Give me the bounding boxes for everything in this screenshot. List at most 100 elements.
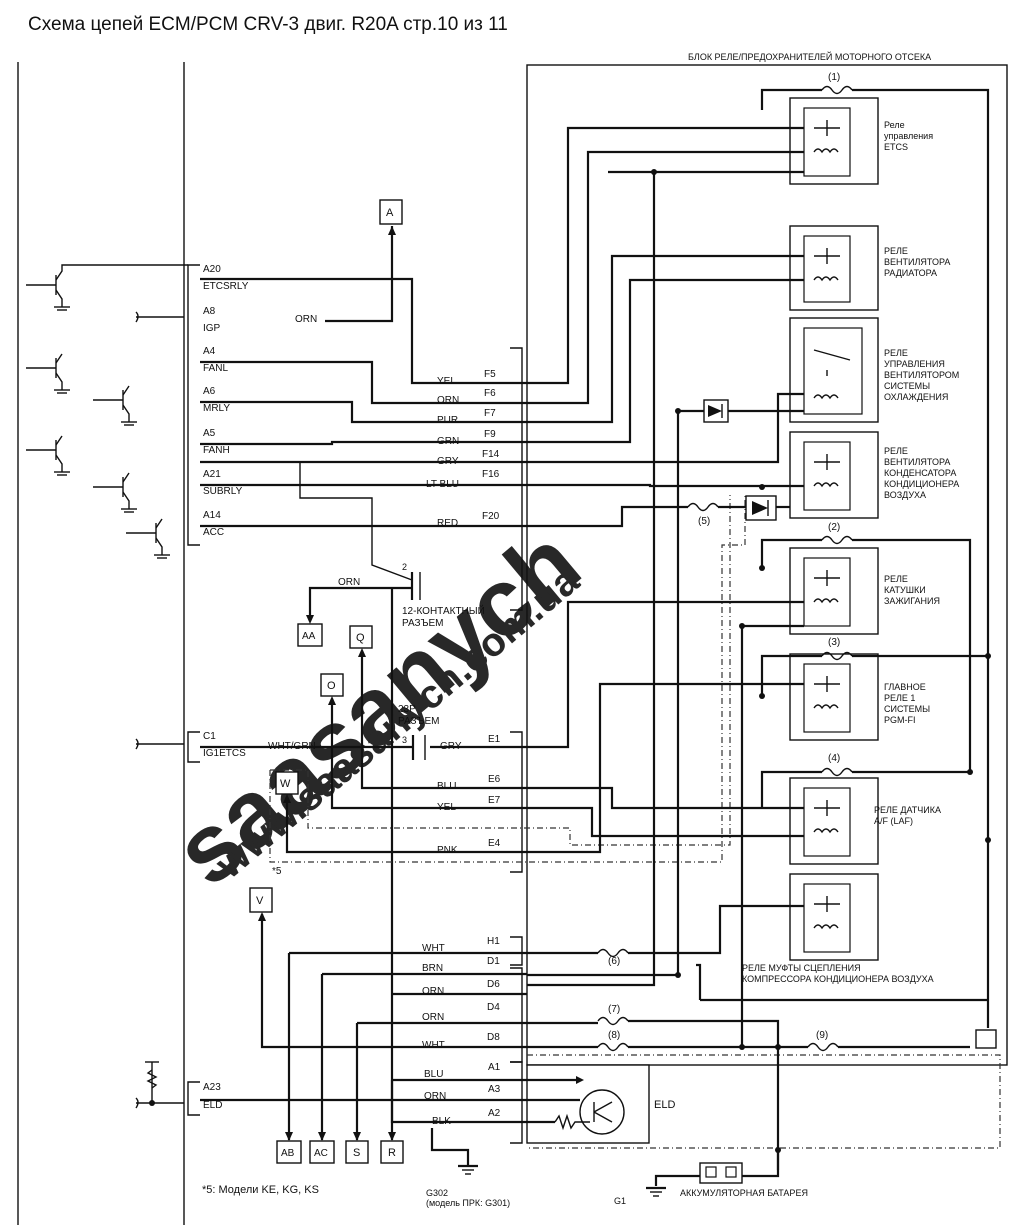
- relay-ac-l2: КОМПРЕССОРА КОНДИЦИОНЕРА ВОЗДУХА: [742, 974, 934, 984]
- ground-g302: G302 (модель ПРК: G301): [426, 1164, 510, 1208]
- relay-pgm-l1: ГЛАВНОЕ: [884, 682, 926, 692]
- pin-d8: D8: [487, 1032, 500, 1043]
- svg-text:(8): (8): [608, 1030, 620, 1041]
- svg-text:A: A: [386, 207, 394, 219]
- relay-ign-l1: РЕЛЕ: [884, 574, 908, 584]
- relay-ac-clutch: РЕЛЕ МУФТЫ СЦЕПЛЕНИЯ КОМПРЕССОРА КОНДИЦИ…: [742, 873, 934, 984]
- svg-text:AA: AA: [302, 631, 316, 642]
- relay-af-l1: РЕЛЕ ДАТЧИКА: [874, 805, 941, 815]
- wire-a3: ORN: [424, 1091, 446, 1102]
- eld-pullup-resistor: [145, 1061, 159, 1103]
- svg-text:(6): (6): [608, 956, 620, 967]
- fuse-3: (3): [821, 637, 853, 661]
- pin-c1-name: IG1ETCS: [203, 748, 246, 759]
- connector-12p-label-1: 12-КОНТАКТНЫЙ: [402, 604, 485, 617]
- pin-f9: F9: [484, 429, 496, 440]
- fuse-5: (5): [687, 502, 719, 527]
- pin-a6-name: MRLY: [203, 403, 230, 414]
- diodes: [703, 399, 777, 521]
- relay-af-l2: A/F (LAF): [874, 816, 913, 826]
- ref-v: V: [249, 887, 273, 921]
- pin-a5-name: FANH: [203, 445, 230, 456]
- transistor-etcsrly: [26, 264, 188, 311]
- pin-a21: A21: [203, 469, 221, 480]
- relay-af-sensor: РЕЛЕ ДАТЧИКА A/F (LAF): [789, 777, 941, 865]
- svg-text:S: S: [353, 1147, 360, 1159]
- relay-fanctl-l1: РЕЛЕ: [884, 348, 908, 358]
- relay-cond-l1: РЕЛЕ: [884, 446, 908, 456]
- relay-pgm-l3: СИСТЕМЫ: [884, 704, 930, 714]
- connector-23p-pin: 3: [402, 735, 407, 745]
- battery: АККУМУЛЯТОРНАЯ БАТАРЕЯ: [654, 1150, 808, 1198]
- ecm-block: [17, 62, 200, 1225]
- option-region-5: *5: [269, 495, 1001, 1149]
- svg-text:AC: AC: [314, 1148, 328, 1159]
- igp-input-stub: [135, 311, 184, 323]
- transistor-mrly: [93, 385, 137, 426]
- connector-23p: 3 23P РАЗЪЕМ: [398, 704, 440, 760]
- pin-a2: A2: [488, 1108, 501, 1119]
- pin-d4: D4: [487, 1002, 500, 1013]
- wire-e4: PNK: [437, 845, 458, 856]
- svg-text:(2): (2): [828, 522, 840, 533]
- ground-g1: G1: [614, 1186, 666, 1206]
- watermark: saasanych www.saasanych.com.ua: [155, 509, 600, 907]
- relay-etcs: Реле управления ETCS: [789, 97, 933, 185]
- ref-ac: AC: [309, 1132, 335, 1164]
- relays: Реле управления ETCS РЕЛЕ ВЕНТИЛЯТОРА РА…: [742, 97, 959, 984]
- pin-a20-name: ETCSRLY: [203, 281, 249, 292]
- pin-c1: C1: [203, 731, 216, 742]
- ecm-driver-transistors: [26, 264, 188, 1109]
- pin-a23: A23: [203, 1082, 221, 1093]
- pin-f6: F6: [484, 388, 496, 399]
- pin-a8: A8: [203, 306, 216, 317]
- connector-12p: 2 12-КОНТАКТНЫЙ РАЗЪЕМ: [402, 562, 485, 629]
- svg-text:(1): (1): [828, 72, 840, 83]
- svg-text:R: R: [388, 1147, 396, 1159]
- wire-h1: WHT: [422, 943, 445, 954]
- connector-pin-labels: F5 F6 F7 F9 F14 F16 F20 E1 E6 E7 E4 H1 D…: [482, 369, 501, 1119]
- pin-a14: A14: [203, 510, 221, 521]
- relay-fanctl-l2: УПРАВЛЕНИЯ: [884, 359, 945, 369]
- wire-f5: YEL: [437, 376, 456, 387]
- relay-radiator-l2: ВЕНТИЛЯТОРА: [884, 257, 950, 267]
- relay-internals: [813, 120, 851, 930]
- relay-cond-l4: КОНДИЦИОНЕРА: [884, 479, 959, 489]
- relay-ign-l2: КАТУШКИ: [884, 585, 926, 595]
- connector-12p-label-2: РАЗЪЕМ: [402, 618, 444, 629]
- transistor-acc: [126, 518, 170, 559]
- junction-dots: [149, 169, 991, 1153]
- fuses: (1) (2) (3) (4) (5) (6) (7) (8) (9): [597, 72, 853, 1052]
- pin-d6: D6: [487, 979, 500, 990]
- fuse-4: (4): [821, 753, 853, 777]
- wire-a1: BLU: [424, 1069, 443, 1080]
- transistor-fanh: [26, 435, 70, 476]
- pin-a1: A1: [488, 1062, 501, 1073]
- svg-text:Q: Q: [356, 632, 365, 644]
- relay-fanctl-l5: ОХЛАЖДЕНИЯ: [884, 392, 948, 402]
- ecm-pins: A20 ETCSRLY A8 IGP A4 FANL A6 MRLY A5 FA…: [203, 264, 249, 1111]
- footnote: *5: Модели KE, KG, KS: [202, 1184, 319, 1196]
- wire-f7: PUR: [437, 415, 458, 426]
- relay-etcs-l1: Реле: [884, 120, 905, 130]
- wire-d4: ORN: [422, 1012, 444, 1023]
- relay-cond-l3: КОНДЕНСАТОРА: [884, 468, 956, 478]
- ref-w: W: [275, 771, 299, 803]
- ref-r: R: [380, 1132, 404, 1164]
- svg-text:(7): (7): [608, 1004, 620, 1015]
- g1-label: G1: [614, 1196, 626, 1206]
- pin-a3: A3: [488, 1084, 501, 1095]
- pin-a23-name: ELD: [203, 1100, 222, 1111]
- wire-d6: ORN: [422, 986, 444, 997]
- fuse-1: (1): [821, 72, 853, 95]
- relay-pgmfi: ГЛАВНОЕ РЕЛЕ 1 СИСТЕМЫ PGM-FI: [789, 653, 930, 741]
- svg-text:(3): (3): [828, 637, 840, 648]
- block-connectors: [510, 347, 523, 1144]
- relay-block-title: БЛОК РЕЛЕ/ПРЕДОХРАНИТЕЛЕЙ МОТОРНОГО ОТСЕ…: [688, 51, 931, 62]
- pin-a21-name: SUBRLY: [203, 486, 243, 497]
- svg-text:(5): (5): [698, 516, 710, 527]
- svg-text:(4): (4): [828, 753, 840, 764]
- ref-a: A: [379, 199, 403, 235]
- reference-boxes: A AA Q O W V AB AC S R: [249, 199, 404, 1164]
